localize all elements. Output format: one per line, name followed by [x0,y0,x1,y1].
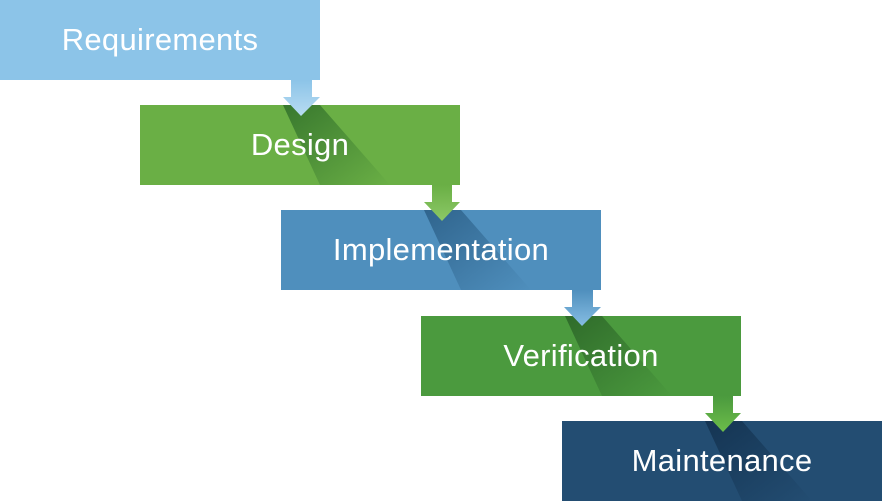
stage-label: Design [250,127,350,162]
stage-implementation: Implementation [281,210,601,290]
stage-label: Maintenance [631,443,813,478]
stage-label: Verification [503,338,659,373]
stage-maintenance: Maintenance [562,421,882,501]
stage-requirements: Requirements [0,0,320,80]
stage-label: Implementation [332,232,550,267]
stage-label: Requirements [61,22,259,57]
stage-design: Design [140,105,460,185]
stage-verification: Verification [421,316,741,396]
